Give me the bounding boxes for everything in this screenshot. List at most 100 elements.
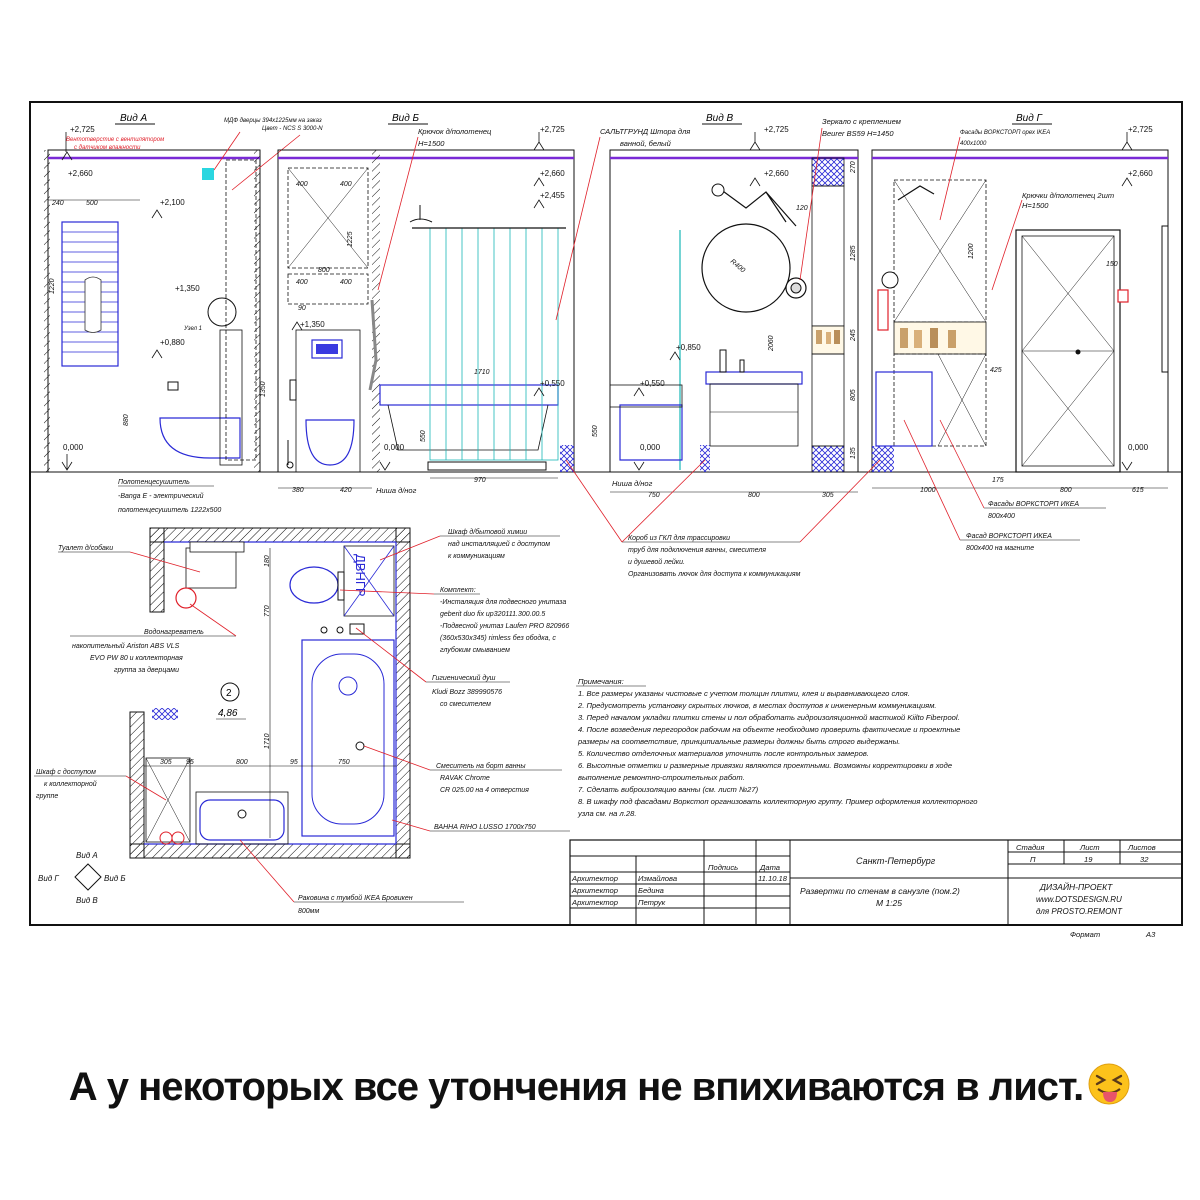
note-curtain-2: ванной, белый — [620, 139, 672, 148]
note-niche-v: Ниша д/ног — [612, 479, 653, 488]
dim-g-1200: 1200 — [968, 243, 975, 259]
note-hook: Крючок д/полотенец — [418, 127, 492, 136]
view-v: Вид В +2,725 +2,660 +0,850 +0,5 — [555, 113, 901, 499]
dim-v-245: 245 — [850, 329, 857, 342]
dim-a-500: 500 — [86, 200, 98, 207]
dim-a-880: 880 — [123, 414, 130, 426]
callout-kit-3: geberit duo fix up320111.300.00.5 — [440, 611, 545, 618]
stamp-date-1: 11.10.18 — [758, 874, 788, 883]
mark-a-2100: +2,100 — [160, 198, 185, 207]
callout-towel-heater-3: полотенцесушитель 1222х500 — [118, 507, 221, 514]
dim-b-550: 550 — [420, 430, 427, 442]
dim-v-805: 805 — [850, 389, 857, 401]
dim-v-550: 550 — [592, 425, 599, 437]
stamp-col-sign: Подпись — [708, 863, 738, 872]
mark-b-0000: 0,000 — [384, 443, 405, 452]
stamp-format-label: Формат — [1070, 930, 1100, 939]
callout-box-2: труб для подключения ванны, смесителя — [628, 546, 766, 554]
callout-hyg-shower-2: Kludi Bozz 389990576 — [432, 689, 502, 696]
dim-b-1225: 1225 — [347, 231, 354, 247]
callout-kit-2: -Инсталяция для подвесного унитаза — [440, 598, 566, 606]
callout-facade2-2: 800х400 на магните — [966, 545, 1034, 552]
floor-plan: ДВНГР 2 4,86 305 95 800 95 750 1710 — [38, 527, 411, 905]
dim-b-400a: 400 — [296, 181, 308, 188]
stamp-scale: М 1:25 — [876, 898, 902, 908]
plan-dim-180: 180 — [264, 555, 271, 567]
stamp-h-sheet: Лист — [1079, 843, 1100, 852]
callout-kit-4: -Подвесной унитаз Laufen PRO 820966 — [440, 622, 569, 630]
note-curtain: САЛЬТГРУНД Штора для — [600, 127, 690, 136]
note-niche-b: Ниша д/ног — [376, 486, 417, 495]
mark-v-0550: +0,550 — [640, 379, 665, 388]
stamp-sheet: 19 — [1084, 855, 1093, 864]
stamp-company-2: www.DOTSDESIGN.RU — [1036, 895, 1122, 904]
tongue-face-emoji-icon — [1088, 1063, 1130, 1105]
callout-water-heater-4: группа за дверцами — [114, 666, 179, 674]
dim-v-135: 135 — [850, 447, 857, 459]
dim-g-175: 175 — [992, 477, 1004, 484]
drawing-svg: Вид А +2,725 +2,660 +2,100 +1,350 +0,880 — [29, 101, 1183, 939]
callout-kit: Комплект: — [440, 587, 476, 594]
stamp-format: А3 — [1145, 930, 1156, 939]
notes-title: Примечания: — [578, 677, 624, 686]
dim-b-380: 380 — [292, 487, 304, 494]
dim-v-800: 800 — [748, 492, 760, 499]
callout-sink-2: 800мм — [298, 908, 319, 915]
mark-a-0000: 0,000 — [63, 443, 84, 452]
mark-a-2725: +2,725 — [70, 125, 95, 134]
dim-b-1710: 1710 — [474, 369, 490, 376]
note-6: 6. Высотные отметки и размерные привязки… — [578, 761, 952, 770]
plan-dim-1710: 1710 — [264, 733, 271, 749]
callout-hyg-shower: Гигиенический душ — [432, 674, 496, 682]
note-4b: размеры на соответствие, принципиальные … — [577, 737, 900, 746]
mark-v-2725: +2,725 — [764, 125, 789, 134]
callout-facade2: Фасад ВОРКСТОРП ИКЕА — [966, 532, 1052, 540]
callout-kit-6: глубоким смыванием — [440, 646, 510, 654]
callout-towel-heater-2: -Banga E - электрический — [118, 492, 204, 500]
dim-v-120: 120 — [796, 205, 808, 212]
mark-b-2660: +2,660 — [540, 169, 565, 178]
dim-b-420: 420 — [340, 487, 352, 494]
caption-text: А у некоторых все утончения не впихивают… — [68, 1065, 1084, 1109]
plan-view-g: Вид Г — [38, 874, 59, 883]
stamp-doc-title: Развертки по стенам в санузле (пом.2) — [800, 886, 960, 896]
mark-a-1350: +1,350 — [175, 284, 200, 293]
dim-g-800: 800 — [1060, 487, 1072, 494]
stamp-sheets: 32 — [1140, 855, 1149, 864]
plan-hatch-label: ДВНГР — [353, 554, 368, 597]
plan-view-a: Вид А — [76, 851, 98, 860]
mark-b-1350: +1,350 — [300, 320, 325, 329]
dim-b-400c: 400 — [296, 279, 308, 286]
mark-b-2725: +2,725 — [540, 125, 565, 134]
stamp-city: Санкт-Петербург — [856, 856, 936, 866]
callout-bath: ВАННА RIHO LUSSO 1700х750 — [434, 824, 536, 831]
plan-view-b: Вид Б — [104, 874, 126, 883]
dim-b-800: 800 — [318, 267, 330, 274]
note-vent: Вентотверстие с вентилятором — [66, 137, 164, 143]
note-vent-2: с датчиком влажности — [74, 145, 141, 151]
note-node: Узел 1 — [183, 326, 202, 332]
mark-v-0850: +0,850 — [676, 343, 701, 352]
callout-water-heater: Водонагреватель — [144, 628, 204, 636]
dim-b-970: 970 — [474, 477, 486, 484]
stamp-role-2: Архитектор — [571, 886, 618, 895]
dim-v-2060: 2060 — [768, 335, 775, 352]
callout-collector-2: к коллекторной — [44, 780, 97, 788]
caption: А у некоторых все утончения не впихивают… — [0, 1062, 1200, 1110]
callout-chem-cabinet-3: к коммуникациям — [448, 553, 505, 560]
callouts: Полотенцесушитель -Banga E - электрическ… — [34, 419, 1106, 915]
plan-dim-95b: 95 — [290, 759, 298, 766]
callout-mixer-2: RAVAK Chrome — [440, 775, 490, 782]
dim-g-1000: 1000 — [920, 487, 936, 494]
room-area: 4,86 — [218, 708, 238, 719]
plan-dim-770: 770 — [264, 605, 271, 617]
callout-box: Короб из ГКЛ для трассировки — [628, 534, 730, 542]
dim-b-1350: 1350 — [260, 381, 267, 397]
mark-g-2725: +2,725 — [1128, 125, 1153, 134]
view-g-title: Вид Г — [1016, 113, 1044, 124]
stamp-company-3: для PROSTO.REMONT — [1036, 907, 1123, 916]
dim-v-r400: R400 — [729, 258, 746, 274]
callout-box-4: Организовать лючок для доступа к коммуни… — [628, 570, 801, 578]
view-v-title: Вид В — [706, 113, 734, 124]
plan-view-v: Вид В — [76, 896, 98, 905]
